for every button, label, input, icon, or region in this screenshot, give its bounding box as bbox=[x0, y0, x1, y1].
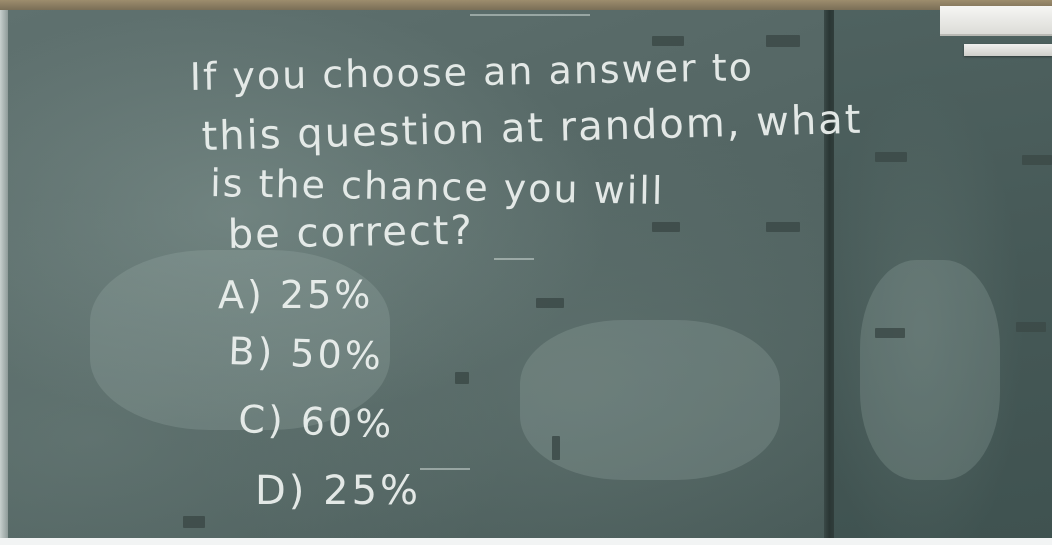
chalk-streak bbox=[494, 258, 534, 260]
bottom-frame bbox=[0, 538, 1052, 545]
question-line-2: this question at random, what bbox=[201, 97, 863, 160]
tape-mark bbox=[766, 35, 800, 47]
option-a: A) 25% bbox=[218, 273, 373, 317]
wall-sign bbox=[940, 6, 1052, 60]
tape-mark bbox=[552, 436, 560, 460]
tape-mark bbox=[1016, 322, 1046, 332]
wall-trim bbox=[0, 0, 1052, 10]
tape-mark bbox=[875, 152, 907, 162]
question-line-3: is the chance you will bbox=[210, 161, 665, 213]
tape-mark bbox=[652, 222, 680, 232]
sign-bar bbox=[964, 44, 1052, 56]
question-line-4: be correct? bbox=[227, 208, 474, 258]
chalk-streak bbox=[470, 14, 590, 16]
tape-mark bbox=[455, 372, 469, 384]
tape-mark bbox=[652, 36, 684, 46]
eraser-smudge bbox=[860, 260, 1000, 480]
tape-mark bbox=[875, 328, 905, 338]
tape-mark bbox=[766, 222, 800, 232]
tape-mark bbox=[1022, 155, 1052, 165]
sign-box bbox=[940, 6, 1052, 36]
chalk-streak bbox=[420, 468, 470, 470]
board-seam bbox=[824, 10, 836, 545]
question-line-1: If you choose an answer to bbox=[189, 45, 754, 99]
tape-mark bbox=[536, 298, 564, 308]
board-frame-left bbox=[0, 10, 8, 545]
tape-mark bbox=[183, 516, 205, 528]
chalkboard-left-panel bbox=[8, 10, 826, 545]
option-c: C) 60% bbox=[238, 397, 395, 446]
option-d: D) 25% bbox=[255, 468, 421, 514]
eraser-smudge bbox=[90, 250, 390, 430]
option-b: B) 50% bbox=[228, 329, 385, 378]
chalkboard-right-panel bbox=[834, 10, 1052, 545]
eraser-smudge bbox=[520, 320, 780, 480]
